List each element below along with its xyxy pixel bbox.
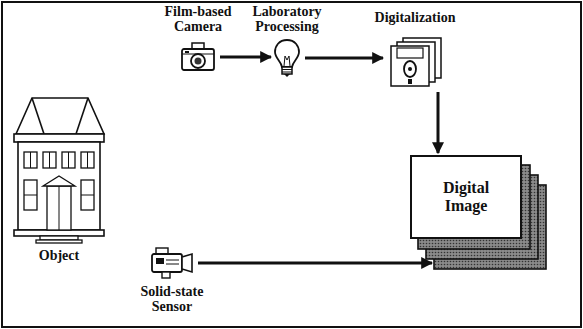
camera-label: Film-based Camera xyxy=(156,4,240,34)
digital-image-box: Digital Image xyxy=(410,155,522,239)
icon-label: Laboratory Processing xyxy=(244,4,330,34)
flow-arrow xyxy=(198,262,432,265)
floppy-disk-icon xyxy=(385,36,445,88)
flow-arrow xyxy=(437,92,440,153)
object-label: Object xyxy=(14,248,104,263)
box-text: Digital Image xyxy=(426,179,506,215)
video-camera-icon xyxy=(150,246,194,280)
flow-arrow xyxy=(305,57,383,60)
icon-label: Solid-state Sensor xyxy=(130,284,214,314)
house-icon xyxy=(10,94,108,244)
digitalization-label: Digitalization xyxy=(360,10,470,25)
light-bulb-icon xyxy=(273,38,301,78)
flow-arrow xyxy=(220,56,271,59)
processing-label: Laboratory Processing xyxy=(244,4,330,34)
camera-icon xyxy=(180,42,216,72)
icon-label: Digitalization xyxy=(360,10,470,25)
icon-label: Object xyxy=(14,248,104,263)
sensor-label: Solid-state Sensor xyxy=(130,284,214,314)
icon-label: Film-based Camera xyxy=(156,4,240,34)
